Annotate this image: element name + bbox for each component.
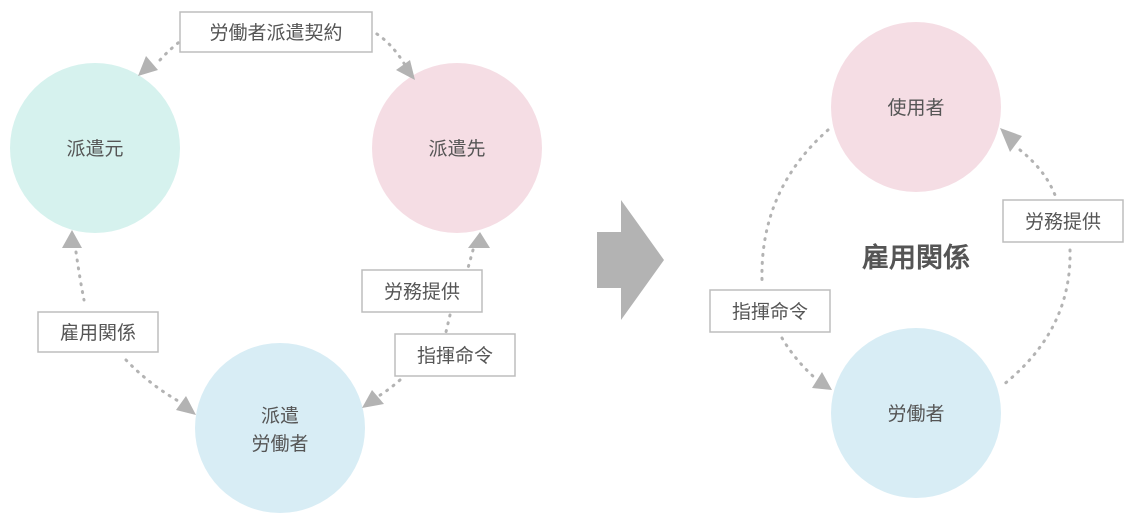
client-label: 派遣先 [428, 138, 485, 160]
labor-provision-box [361, 269, 483, 313]
arrowhead-to-employer [1000, 128, 1022, 152]
employer-node [831, 22, 1001, 192]
left-arc-connector [760, 128, 830, 380]
arrowhead-to-worker [812, 372, 832, 390]
right-direction-command-label: 指揮命令 [732, 301, 808, 323]
employment-label: 雇用関係 [60, 322, 136, 344]
labor-provision-label: 労務提供 [384, 281, 460, 303]
dispatcher-node [10, 63, 180, 233]
dispatcher-label: 派遣元 [66, 138, 123, 160]
right-direction-command-box [709, 289, 831, 333]
labor-direction-connector [373, 248, 475, 400]
arrowhead-to-client [396, 60, 415, 80]
right-diagram: 使用者 労働者 雇用関係 労務提供 指揮命令 [709, 22, 1124, 498]
right-labor-provision-box [1002, 199, 1124, 243]
client-node [372, 63, 542, 233]
dispatch-contract-box [179, 11, 373, 53]
dispatched-worker-label-line2: 労働者 [251, 433, 308, 455]
worker-node [831, 328, 1001, 498]
arrowhead-to-worker-from-client [362, 390, 384, 408]
worker-label: 労働者 [887, 403, 944, 425]
arrowhead-to-worker-from-dispatcher [176, 396, 196, 415]
dispatch-contract-label: 労働者派遣契約 [209, 22, 342, 44]
direction-command-box [394, 333, 516, 377]
dispatched-worker-node [195, 343, 365, 513]
employment-connector [74, 250, 182, 404]
arrowhead-to-client-from-worker [468, 232, 490, 248]
employer-label: 使用者 [887, 97, 944, 119]
dispatched-worker-label-line1: 派遣 [261, 405, 299, 427]
center-employment-label: 雇用関係 [862, 242, 970, 274]
transition-arrow [597, 200, 664, 320]
right-labor-provision-label: 労務提供 [1025, 211, 1101, 233]
right-arc-connector [1001, 148, 1072, 387]
direction-command-label: 指揮命令 [417, 345, 493, 367]
arrowhead-to-dispatcher-from-worker [62, 230, 82, 248]
left-diagram: 派遣元 派遣先 派遣 労働者 労働者派遣契約 雇用関係 労務提供 指揮命令 [10, 11, 542, 513]
employment-box [37, 311, 159, 353]
arrowhead-to-dispatcher [138, 56, 158, 76]
